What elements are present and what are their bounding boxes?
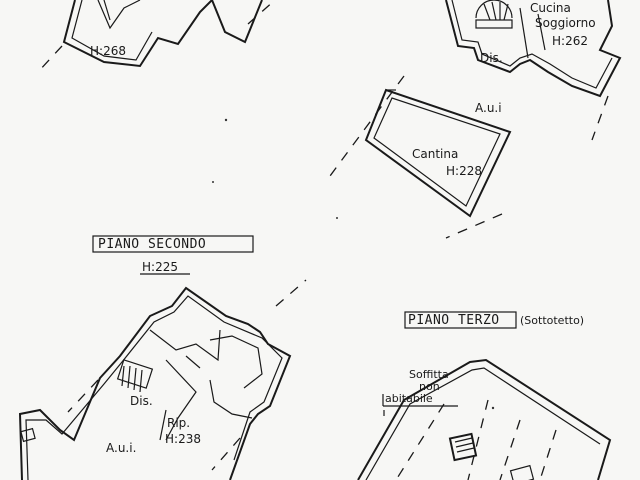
top-hall-label: Dis. (480, 51, 503, 65)
cellar-height-label: H:228 (446, 164, 482, 178)
attic-label-line3: abitabile (385, 392, 433, 405)
top-left-plan-fragment: H:268 (37, 0, 276, 73)
scan-specks (212, 118, 495, 410)
cellar-label: Cantina (412, 147, 458, 161)
attic-hatch (448, 432, 478, 462)
storage-label: Rip. (167, 416, 190, 430)
third-floor-title-box (404, 311, 517, 329)
storage-height-label: H:238 (165, 432, 201, 446)
staircase-top (475, 0, 513, 29)
kitchen-label: Cucina (530, 1, 571, 15)
third-floor-title: PIANO TERZO (408, 313, 500, 328)
attic-label-line2: non (419, 380, 440, 393)
second-area-label: A.u.i. (106, 441, 136, 455)
staircase-second (116, 359, 154, 393)
living-label: Soggiorno (535, 16, 596, 30)
second-floor-height: H:225 (142, 260, 178, 274)
cellar-room: Cantina H:228 (364, 88, 512, 218)
second-floor-plan: PIANO SECONDO H:225 Dis. Rip. H:238 A.u.… (18, 235, 307, 480)
top-area-label: A.u.i (475, 101, 502, 115)
third-floor-plan: PIANO TERZO (Sottotetto) Soffitta non ab… (357, 311, 612, 480)
second-hall-label: Dis. (130, 394, 153, 408)
attic-label-line1: Soffitta (409, 368, 449, 381)
third-floor-subtitle: (Sottotetto) (520, 314, 584, 327)
top-left-height-label: H:268 (90, 44, 126, 58)
second-floor-title-box (92, 235, 254, 253)
second-floor-title: PIANO SECONDO (98, 237, 206, 252)
top-right-plan-fragment: Cucina Soggiorno H:262 Dis. A.u.i Cantin… (329, 0, 622, 239)
living-height-label: H:262 (552, 34, 588, 48)
